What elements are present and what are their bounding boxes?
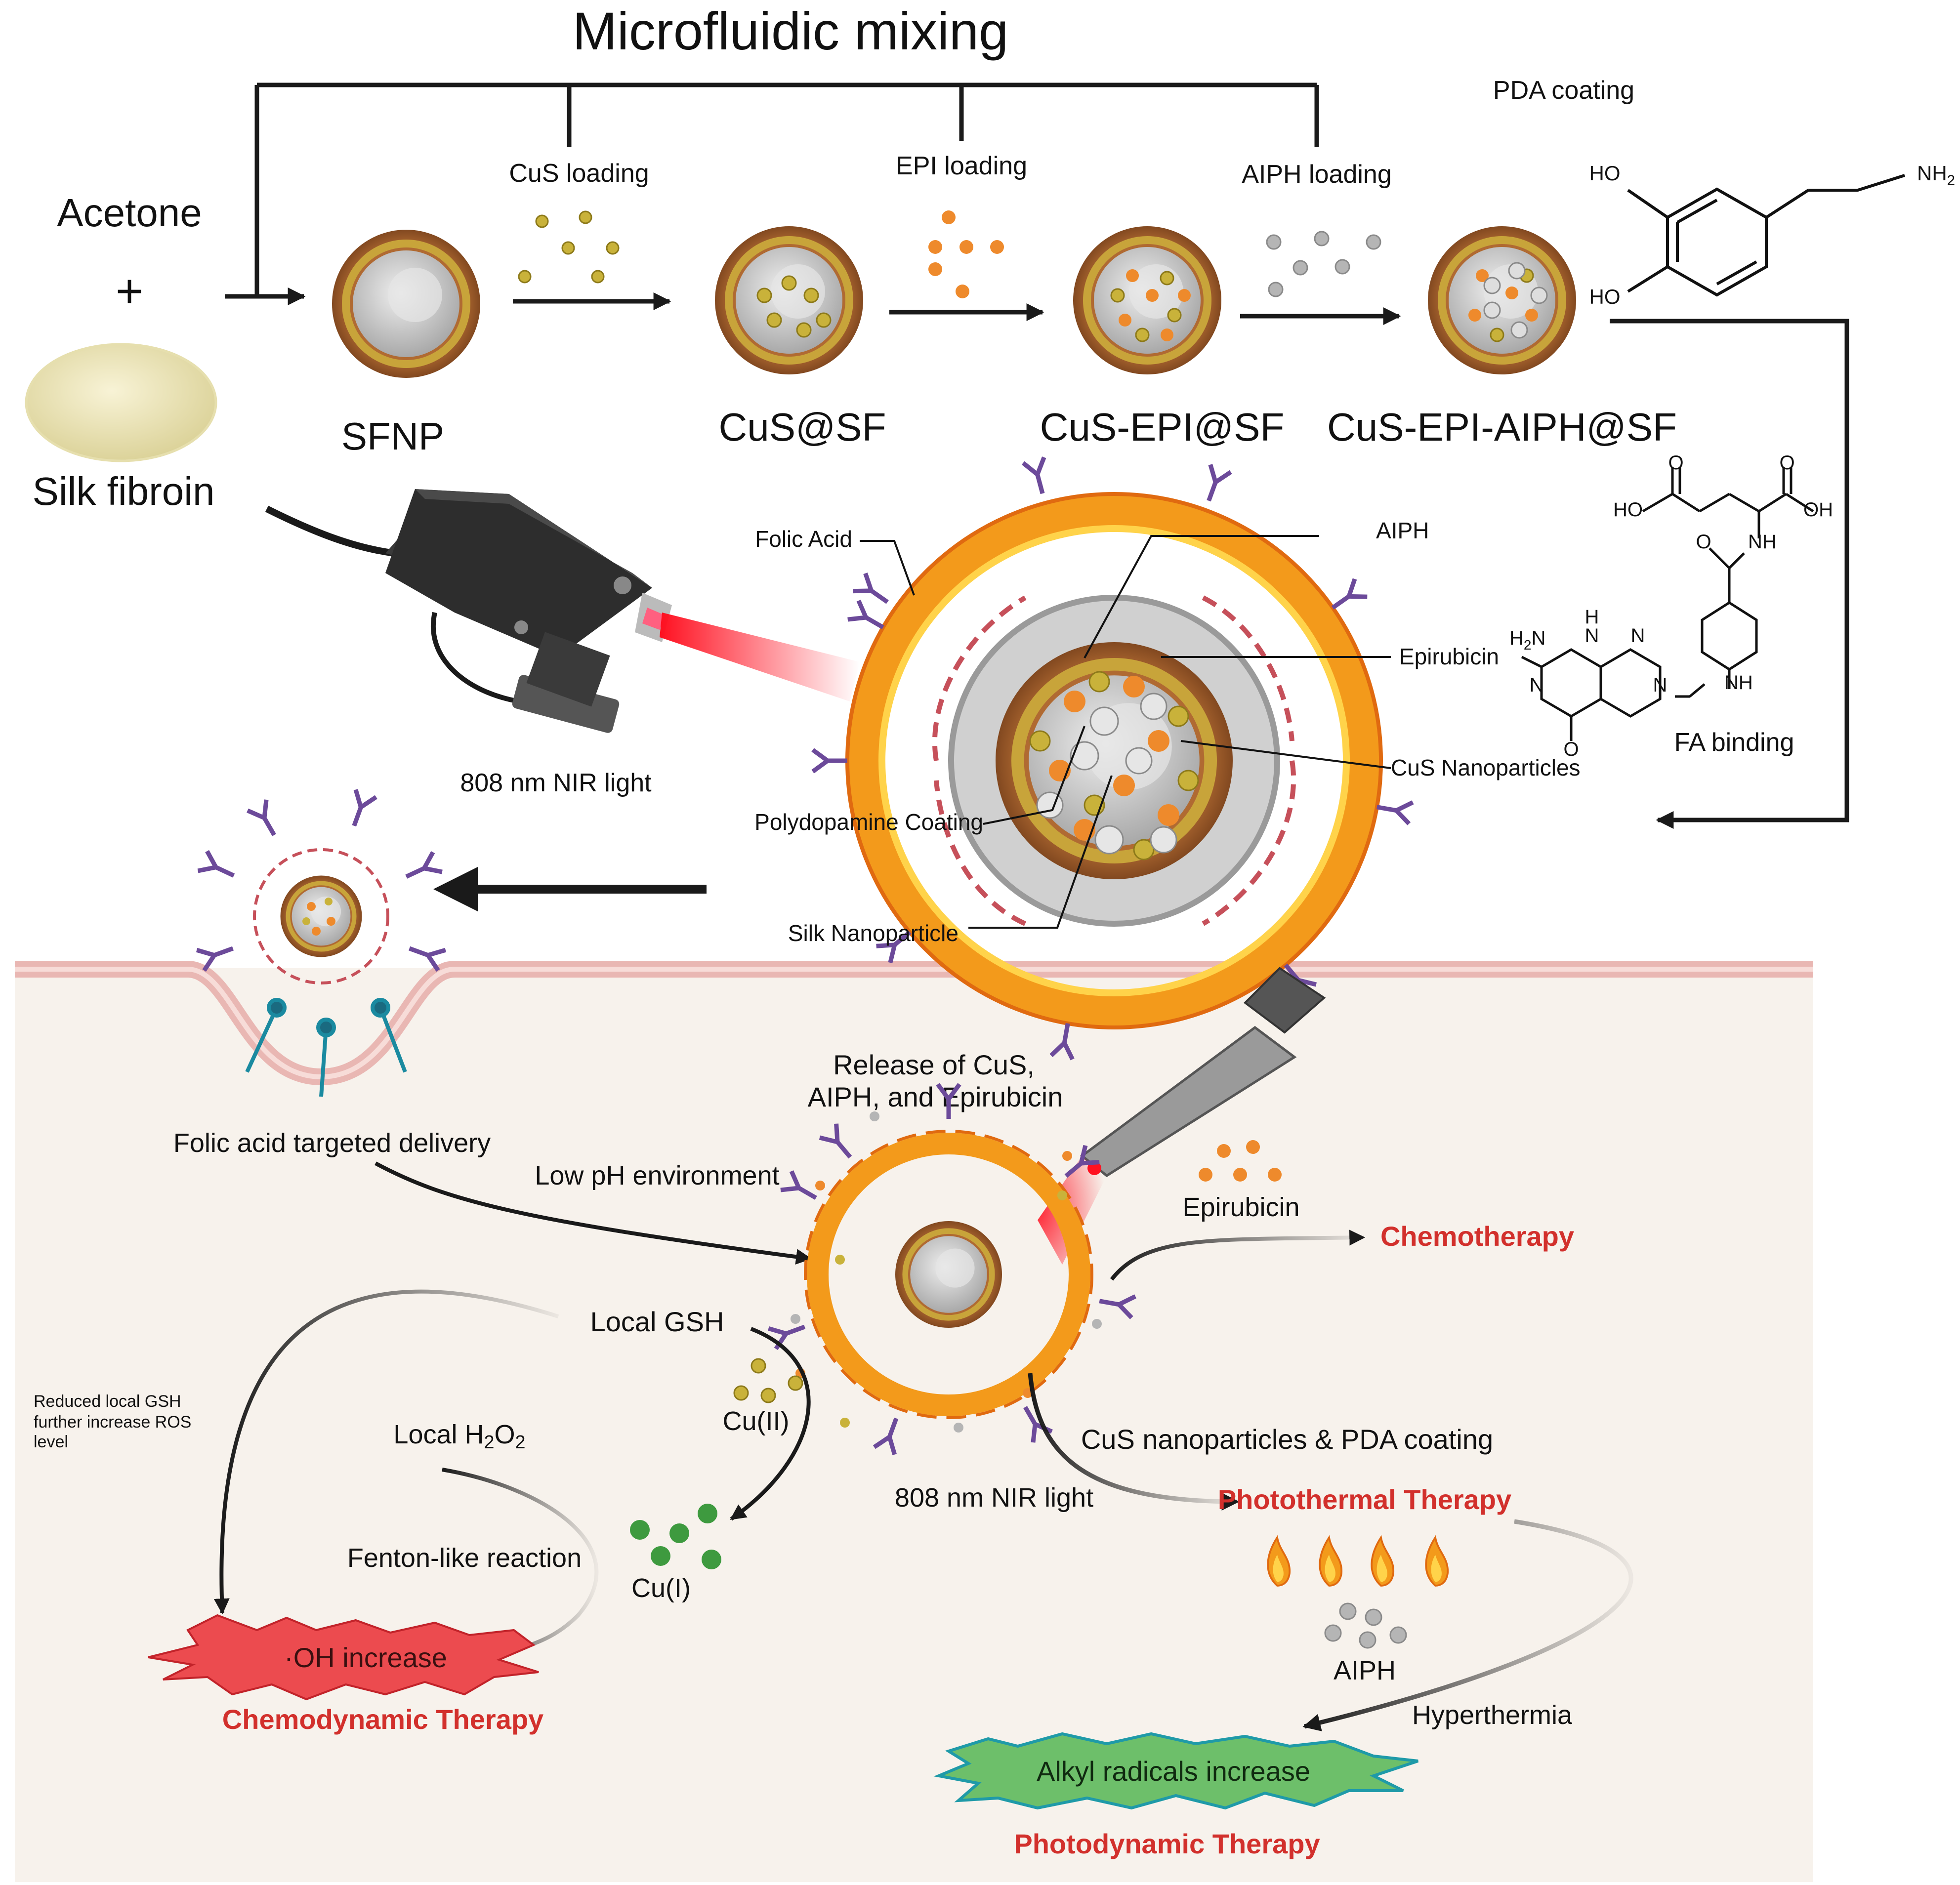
silk-fibroin-label: Silk fibroin [32,469,214,513]
laser-device [265,489,860,733]
cu2-label: Cu(II) [723,1406,790,1436]
title: Microfluidic mixing [573,1,1008,61]
cus-sf-label: CuS@SF [718,405,886,449]
hyperthermia-label: Hyperthermia [1412,1700,1573,1730]
reduced-gsh-3: level [34,1433,68,1451]
sfnp-particle [332,230,480,378]
small-particle-membrane [197,789,446,984]
cus-epi-sf-label: CuS-EPI@SF [1040,405,1285,449]
released-particle [768,1084,1135,1455]
dopamine-structure [1627,174,1905,297]
reduced-gsh-1: Reduced local GSH [34,1392,181,1411]
nir-label: 808 nm NIR light [895,1483,1093,1513]
epi-loading-label: EPI loading [896,152,1027,180]
silk-cocoon [25,343,217,462]
chemodynamic-label: Chemodynamic Therapy [222,1704,543,1735]
low-ph-label: Low pH environment [535,1161,779,1190]
oh-burst [148,1614,539,1701]
folic-h: H [1585,606,1599,628]
cu1-label: Cu(I) [631,1573,691,1603]
epi-dots [928,210,1004,298]
aiph-dots [1266,231,1381,297]
plus-sign: + [116,265,143,318]
label-pda: Polydopamine Coating [754,809,983,835]
cus-sf-particle [715,226,863,374]
cus-loading-label: CuS loading [509,159,649,188]
label-silk-np: Silk Nanoparticle [788,920,959,946]
folic-o-top-right: O [1779,452,1794,474]
dopamine-nh2: NH2 [1917,162,1955,189]
alkyl-burst [933,1732,1418,1810]
label-folic-acid: Folic Acid [755,526,852,552]
cus-epi-aiph-sf-label: CuS-EPI-AIPH@SF [1327,405,1677,449]
folic-acid-structure [1521,467,1814,741]
folic-nh-bottom: NH [1724,672,1753,694]
folic-o-amide: O [1696,531,1711,553]
reduced-gsh-2: further increase ROS [34,1413,191,1432]
sfnp-label: SFNP [341,414,444,458]
folic-o-bottom: O [1563,738,1579,760]
fenton-label: Fenton-like reaction [347,1543,582,1573]
folic-n2: N [1631,625,1645,647]
acetone-label: Acetone [57,191,202,235]
folic-ho: HO [1613,499,1643,521]
alkyl-label: Alkyl radicals increase [1037,1756,1310,1787]
targeted-delivery-label: Folic acid targeted delivery [173,1128,491,1158]
folic-h2n: H2N [1509,627,1545,653]
dopamine-ho-top: HO [1589,162,1621,185]
cus-epi-aiph-sf-particle [1428,226,1576,374]
photothermal-label: Photothermal Therapy [1218,1484,1511,1515]
epirubicin-dots [1199,1140,1282,1182]
folic-o-top-left: O [1668,452,1683,474]
folic-n4: N [1653,674,1668,696]
cu2-dots [733,1358,803,1403]
aiph-bottom-dots [1324,1602,1407,1649]
release-label-2: AIPH, and Epirubicin [808,1081,1063,1112]
epirubicin-label: Epirubicin [1182,1192,1299,1222]
folic-nh-top: NH [1748,531,1777,553]
dopamine-ho-bottom: HO [1589,285,1621,308]
local-gsh-label: Local GSH [590,1306,724,1337]
folic-oh: OH [1803,499,1833,521]
label-aiph: AIPH [1376,518,1429,543]
aiph-loading-label: AIPH loading [1242,160,1392,189]
central-nanostructure [813,457,1413,1060]
pda-coating-label: PDA coating [1493,76,1634,105]
cus-dots [518,210,620,284]
label-cus-np: CuS Nanoparticles [1391,755,1581,780]
chemotherapy-label: Chemotherapy [1380,1221,1574,1252]
receptors [245,998,407,1097]
folic-n1: N [1585,625,1599,647]
label-epirubicin: Epirubicin [1399,644,1499,669]
cus-pda-label: CuS nanoparticles & PDA coating [1081,1424,1493,1455]
cu1-dots [630,1504,721,1569]
laser-label-top: 808 nm NIR light [460,769,652,797]
cus-epi-sf-particle [1073,226,1221,374]
local-h2o2-label: Local H2O2 [393,1420,525,1453]
photodynamic-label: Photodynamic Therapy [1014,1828,1320,1859]
oh-increase-label: ·OH increase [284,1642,447,1673]
fa-binding-label: FA binding [1674,728,1794,757]
aiph-bottom-label: AIPH [1334,1656,1396,1685]
release-label-1: Release of CuS, [833,1049,1035,1080]
folic-n3: N [1530,674,1544,696]
